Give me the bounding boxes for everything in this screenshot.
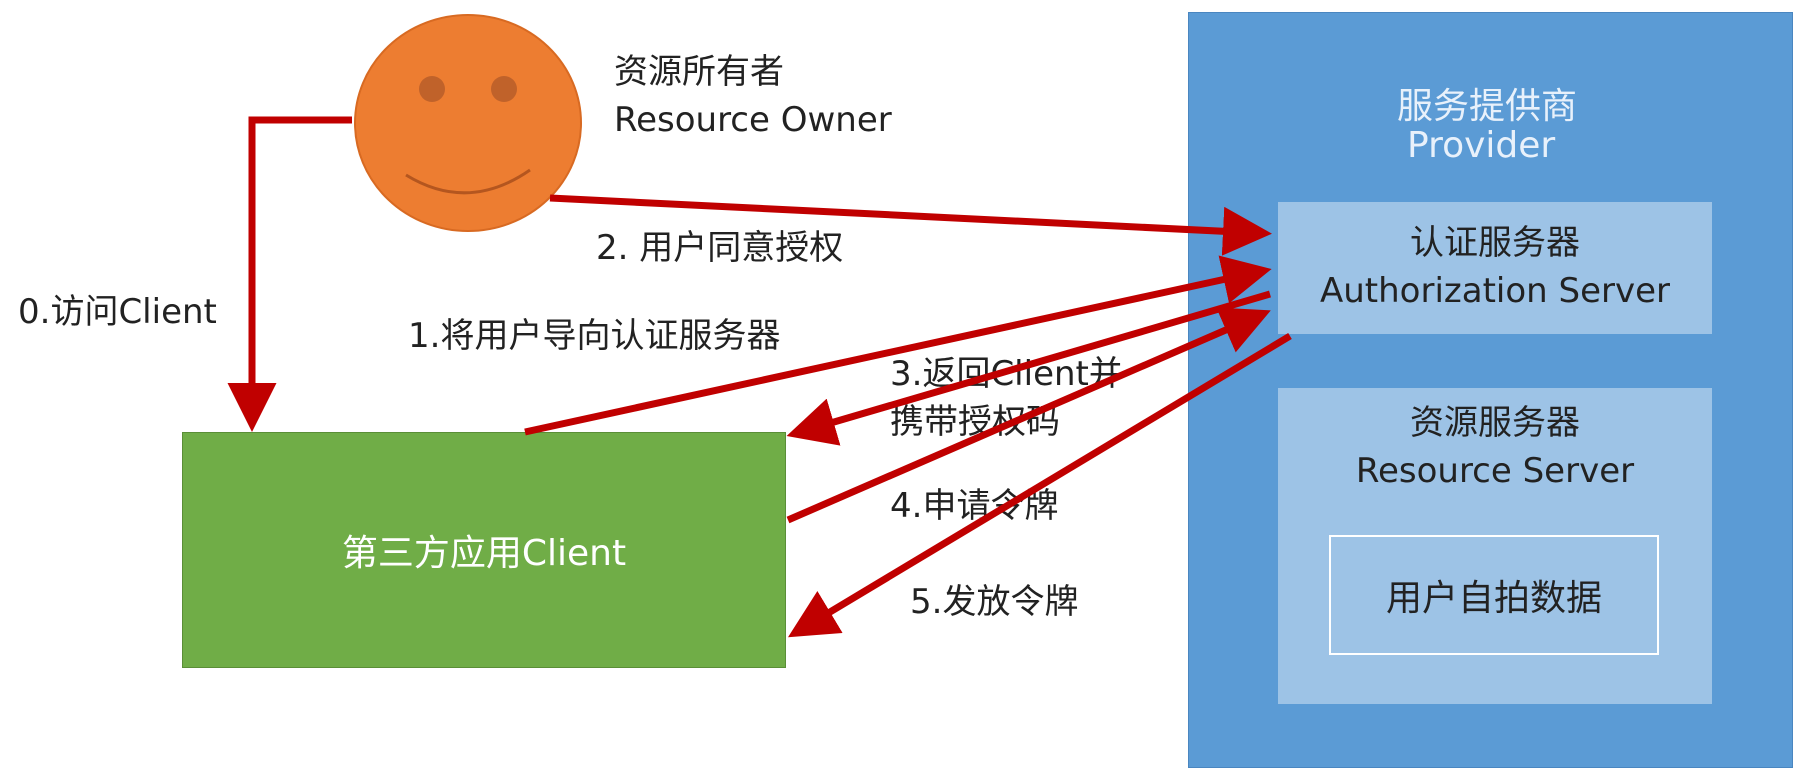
arrow-step-3 xyxy=(786,290,1271,446)
arrow-step-4 xyxy=(786,307,1271,524)
step-1-label: 1.将用户导向认证服务器 xyxy=(408,316,781,356)
arrow-step-0 xyxy=(227,116,352,432)
step-2-label: 2. 用户同意授权 xyxy=(596,228,844,268)
arrow-step-1 xyxy=(524,255,1272,436)
user-selfie-data-box: 用户自拍数据 xyxy=(1329,535,1659,655)
arrow-step-5 xyxy=(787,332,1292,638)
provider-title-cn: 服务提供商 xyxy=(1397,86,1578,127)
resource-server-label-cn: 资源服务器 xyxy=(1410,403,1580,443)
authorization-server-box: 认证服务器 Authorization Server xyxy=(1278,202,1712,334)
authorization-server-label-cn: 认证服务器 xyxy=(1410,223,1580,263)
resource-owner-label-en: Resource Owner xyxy=(614,100,892,140)
resource-server-label-en: Resource Server xyxy=(1355,450,1635,491)
resource-server-box: 资源服务器 Resource Server xyxy=(1278,388,1712,704)
smiley-face-icon xyxy=(354,14,582,232)
authorization-server-label-en: Authorization Server xyxy=(1319,270,1671,311)
provider-title-en: Provider xyxy=(1407,125,1556,166)
client-app-box: 第三方应用Client xyxy=(182,432,786,668)
step-5-label: 5.发放令牌 xyxy=(910,582,1079,622)
step-0-label: 0.访问Client xyxy=(18,292,217,332)
arrow-step-2 xyxy=(549,194,1272,256)
resource-owner-label-cn: 资源所有者 xyxy=(614,52,784,92)
